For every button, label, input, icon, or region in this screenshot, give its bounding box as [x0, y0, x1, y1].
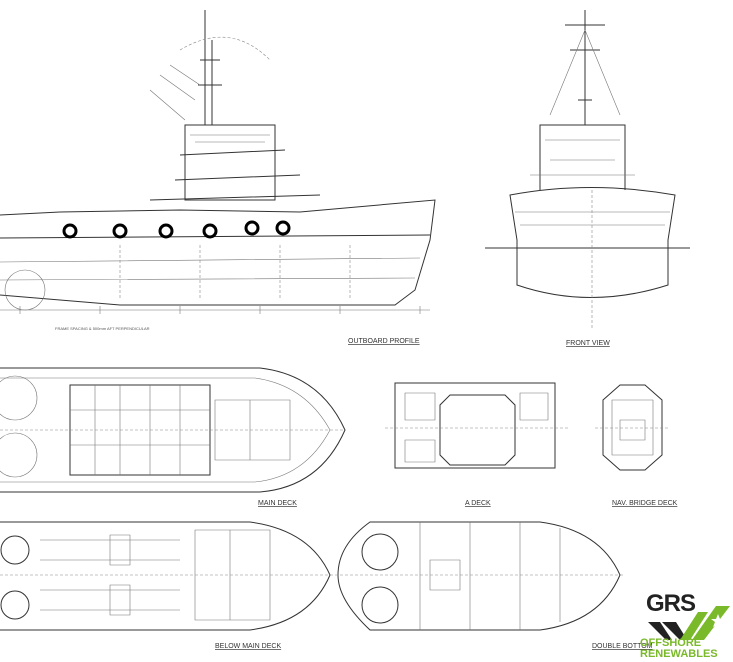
main-deck-plan: MAIN DECK: [0, 367, 346, 507]
front-view-label: FRONT VIEW: [566, 340, 610, 347]
fender-tire: [62, 223, 78, 239]
fender-tire: [275, 220, 291, 236]
nav-bridge-deck-label: NAV. BRIDGE DECK: [612, 500, 678, 507]
logo-name: GRS: [646, 590, 696, 617]
a-deck-plan: A DECK: [385, 382, 570, 507]
double-bottom-label: DOUBLE BOTTOM: [592, 643, 653, 650]
fender-tire: [158, 223, 174, 239]
a-deck-label: A DECK: [465, 500, 491, 507]
outboard-profile-view: FRAME SPACING & 500mm AFT PERPENDICULAR …: [0, 10, 436, 345]
fender-tire: [202, 223, 218, 239]
fender-tire: [112, 223, 128, 239]
below-main-deck-plan: BELOW MAIN DECK: [0, 521, 335, 650]
outboard-profile-label: OUTBOARD PROFILE: [348, 338, 420, 345]
below-main-deck-label: BELOW MAIN DECK: [215, 643, 281, 650]
frame-note: FRAME SPACING & 500mm AFT PERPENDICULAR: [55, 326, 150, 331]
grs-logo-mark: [648, 606, 730, 640]
main-deck-label: MAIN DECK: [258, 500, 297, 507]
front-view: FRONT VIEW: [485, 10, 690, 347]
double-bottom-plan: DOUBLE BOTTOM: [335, 521, 653, 650]
grs-offshore-renewables-logo: GRS OFFSHORE RENEWABLES: [640, 590, 733, 662]
fender-tire: [244, 220, 260, 236]
logo-tagline: OFFSHORE RENEWABLES: [640, 638, 718, 660]
logo-line-2: RENEWABLES: [640, 648, 718, 660]
nav-bridge-deck-plan: NAV. BRIDGE DECK: [595, 384, 678, 507]
logo-line-1: OFFSHORE: [640, 637, 702, 649]
